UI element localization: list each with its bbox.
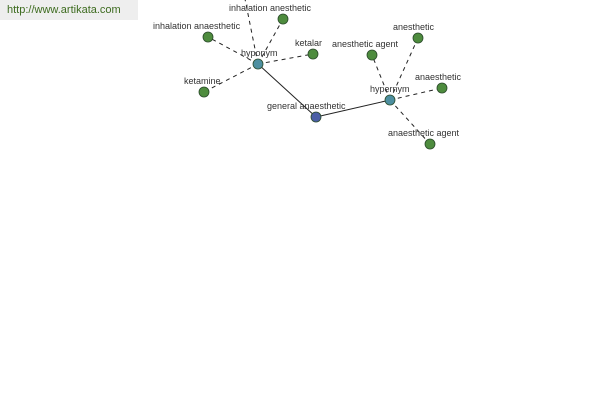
nodes-layer (198, 13, 448, 150)
node-label-anaesthetic[interactable]: anaesthetic (415, 72, 462, 82)
node-anesthetic[interactable] (412, 32, 424, 44)
node-general-anaesthetic[interactable] (310, 111, 322, 123)
node-label-ketamine[interactable]: ketamine (184, 76, 221, 86)
node-label-inhalation-anesthetic[interactable]: inhalation anesthetic (229, 3, 312, 13)
labels-layer: general anaesthetic hyponym hypernym inhala… (153, 3, 462, 138)
edge-general-anaesthetic-to-hyponym (257, 63, 317, 118)
node-label-anesthetic-agent[interactable]: anesthetic agent (332, 39, 399, 49)
node-anaesthetic[interactable] (436, 82, 448, 94)
edge-general-anaesthetic-to-hypernym (315, 99, 391, 118)
edge-hyponym-to-inhalation-anaesthetic (207, 36, 259, 65)
edge-hyponym-to-ketamine (203, 63, 259, 93)
node-anesthetic-agent[interactable] (366, 49, 378, 61)
node-ketamine[interactable] (198, 86, 210, 98)
edge-hyponym-to-inhalation-anesthetic (257, 18, 284, 65)
node-label-hyponym[interactable]: hyponym (241, 48, 278, 58)
edge-hyponym-to-ketalar (257, 53, 314, 65)
edge-hypernym-to-anesthetic (389, 37, 419, 101)
node-label-anesthetic[interactable]: anesthetic (393, 22, 435, 32)
source-link[interactable]: http://www.artikata.com (0, 0, 138, 20)
edge-hypernym-to-anesthetic-agent (371, 54, 391, 101)
node-anaesthetic-agent[interactable] (424, 138, 436, 150)
node-label-ketalar[interactable]: ketalar (295, 38, 322, 48)
node-label-hypernym[interactable]: hypernym (370, 84, 410, 94)
edges-layer (203, 0, 443, 145)
node-label-anaesthetic-agent[interactable]: anaesthetic agent (388, 128, 460, 138)
edge-hypernym-to-anaesthetic (389, 87, 443, 101)
node-label-general-anaesthetic[interactable]: general anaesthetic (267, 101, 346, 111)
edge-hyponym-to-offscreen-term (244, 0, 259, 65)
node-hypernym[interactable] (384, 94, 396, 106)
node-hyponym[interactable] (252, 58, 264, 70)
node-inhalation-anaesthetic[interactable] (202, 31, 214, 43)
node-label-inhalation-anaesthetic[interactable]: inhalation anaesthetic (153, 21, 241, 31)
edge-hypernym-to-anaesthetic-agent (389, 99, 431, 145)
node-inhalation-anesthetic[interactable] (277, 13, 289, 25)
node-ketalar[interactable] (307, 48, 319, 60)
